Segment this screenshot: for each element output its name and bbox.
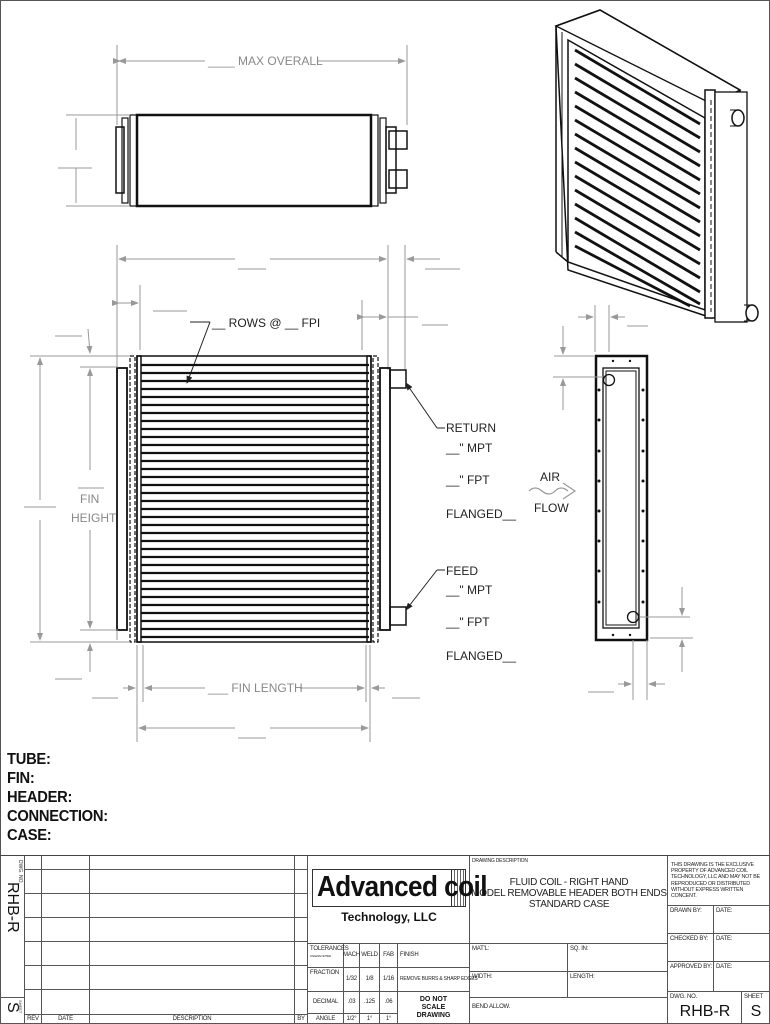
rows-fpi-label: __ ROWS @ __ FPI bbox=[211, 316, 320, 330]
by-header: BY bbox=[295, 1015, 308, 1024]
dwg-no: RHB-R bbox=[679, 1003, 731, 1020]
front-view-coil bbox=[116, 355, 407, 643]
revision-table: REV DATE DESCRIPTION BY bbox=[25, 856, 308, 1024]
date-header: DATE bbox=[42, 1015, 90, 1024]
spec-connection: CONNECTION: bbox=[7, 808, 108, 825]
side-dwg-no: RHB-R bbox=[4, 882, 21, 933]
matl-field[interactable]: MAT'L: bbox=[470, 944, 568, 972]
checked-date-field[interactable]: DATE: bbox=[714, 934, 770, 962]
approved-by-field[interactable]: APPROVED BY: bbox=[668, 962, 714, 992]
company-sub: Technology, LLC bbox=[341, 910, 437, 924]
approved-date-field[interactable]: DATE: bbox=[714, 962, 770, 992]
material-specs: TUBE: FIN: HEADER: CONNECTION: CASE: bbox=[7, 750, 108, 845]
sheet-cell: SHEET S bbox=[742, 992, 770, 1024]
do-not-scale-note: DO NOT SCALE DRAWING bbox=[398, 992, 470, 1024]
drawn-date-field[interactable]: DATE: bbox=[714, 906, 770, 934]
isometric-view bbox=[554, 9, 759, 323]
fin-height-label-1: FIN bbox=[80, 492, 99, 506]
svg-text:AIR: AIR bbox=[540, 470, 560, 484]
svg-text:__" MPT: __" MPT bbox=[445, 583, 493, 597]
technical-drawing: ____ MAX OVERALL bbox=[24, 9, 759, 742]
drawing-description-cell: DRAWING DESCRIPTION FLUID COIL - RIGHT H… bbox=[470, 856, 668, 944]
feed-connection: FEED __" MPT __" FPT FLANGED__ bbox=[445, 564, 516, 663]
svg-text:FLOW: FLOW bbox=[534, 501, 569, 515]
fin-length-dimension: ___ FIN LENGTH bbox=[92, 645, 420, 742]
property-notice: THIS DRAWING IS THE EXCLUSIVE PROPERTY O… bbox=[668, 856, 770, 906]
dwg-no-cell: DWG. NO. RHB-R bbox=[668, 992, 742, 1024]
company-logo-cell: Advanced coil Technology, LLC bbox=[308, 856, 487, 944]
side-view bbox=[553, 305, 693, 700]
title-block: DWG. NO. RHB-R SHEET S REV bbox=[0, 855, 770, 1024]
side-dwg-no-cell: DWG. NO. RHB-R bbox=[0, 856, 25, 998]
spec-header: HEADER: bbox=[7, 789, 73, 806]
company-logo-box: Advanced coil bbox=[312, 869, 487, 907]
svg-text:__" FPT: __" FPT bbox=[445, 473, 490, 487]
svg-text:__" MPT: __" MPT bbox=[445, 441, 493, 455]
description-line-1: FLUID COIL - RIGHT HAND bbox=[509, 877, 629, 888]
fin-length-label: ___ FIN LENGTH bbox=[207, 681, 303, 695]
company-name: Advanced coil bbox=[317, 871, 487, 903]
spec-case: CASE: bbox=[7, 827, 52, 844]
sheet-number: S bbox=[750, 1003, 762, 1020]
svg-text:FEED: FEED bbox=[446, 564, 478, 578]
checked-by-field[interactable]: CHECKED BY: bbox=[668, 934, 714, 962]
top-view: ____ MAX OVERALL bbox=[58, 45, 408, 208]
svg-text:FLANGED__: FLANGED__ bbox=[446, 649, 516, 663]
rev-header: REV bbox=[25, 1015, 42, 1024]
spec-fin: FIN: bbox=[7, 770, 35, 787]
description-header: DESCRIPTION bbox=[90, 1015, 295, 1024]
width-field[interactable]: WIDTH: bbox=[470, 972, 568, 998]
svg-text:__" FPT: __" FPT bbox=[445, 615, 490, 629]
return-connection: RETURN __" MPT __" FPT FLANGED__ bbox=[445, 421, 516, 521]
spec-tube: TUBE: bbox=[7, 751, 51, 768]
fin-height-label-2: HEIGHT bbox=[71, 511, 117, 525]
sq-in-field[interactable]: SQ. IN: bbox=[568, 944, 668, 972]
description-line-3: STANDARD CASE bbox=[528, 899, 610, 910]
fin-height-dimension: FIN HEIGHT bbox=[24, 355, 130, 680]
bend-allow-field[interactable]: BEND ALLOW. bbox=[470, 998, 668, 1024]
description-line-2: MODEL REMOVABLE HEADER BOTH ENDS bbox=[471, 888, 667, 899]
length-field[interactable]: LENGTH: bbox=[568, 972, 668, 998]
svg-text:RETURN: RETURN bbox=[446, 421, 496, 435]
side-sheet: S bbox=[4, 1002, 21, 1013]
air-flow-indicator: AIR FLOW bbox=[528, 470, 577, 515]
drawn-by-field[interactable]: DRAWN BY: bbox=[668, 906, 714, 934]
max-overall-label: ____ MAX OVERALL bbox=[207, 54, 323, 68]
side-sheet-cell: SHEET S bbox=[0, 998, 25, 1024]
svg-text:FLANGED__: FLANGED__ bbox=[446, 507, 516, 521]
